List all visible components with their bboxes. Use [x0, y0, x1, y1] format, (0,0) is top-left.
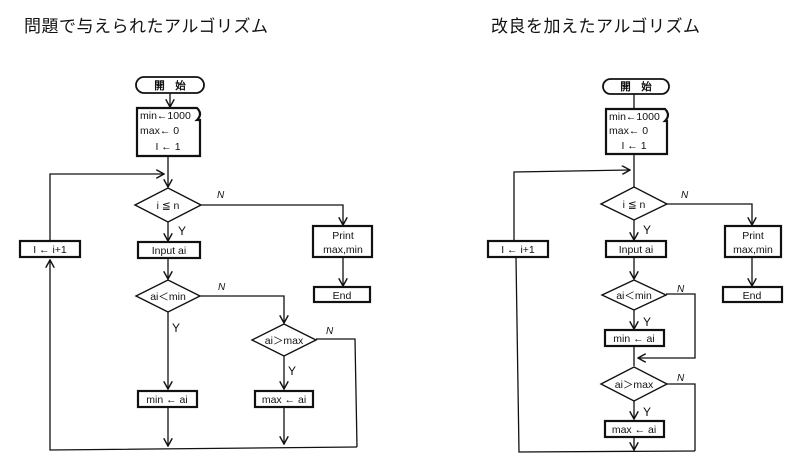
decision-loop-condition: i ≦ n [133, 187, 203, 223]
no-label: N [326, 326, 334, 337]
arrow-merge-increment [50, 260, 358, 451]
yes-label: Y [178, 224, 186, 238]
start-terminal: 開 始 [135, 76, 205, 94]
line-condmax-no [316, 338, 358, 448]
decision-max: ai＞max [250, 323, 318, 357]
end-box: End [312, 285, 372, 304]
init-i-label: I ← 1 [621, 140, 646, 152]
print-label-2: max,min [733, 244, 773, 256]
input-label: Input ai [619, 244, 653, 256]
cond-max-label: ai＞max [265, 335, 304, 347]
yes-label: Y [643, 405, 651, 419]
init-max-label: max← 0 [140, 125, 179, 137]
set-min-box: min ← ai [136, 389, 199, 409]
end-label: End [333, 290, 352, 302]
print-box: Print max,min [723, 224, 783, 259]
arrow-cond-print [201, 204, 343, 225]
yes-label: Y [643, 315, 651, 329]
input-label: Input ai [152, 245, 186, 257]
set-max-box: max ← ai [253, 389, 315, 409]
init-min-label: min←1000 [140, 110, 191, 122]
increment-label: I ← i+1 [33, 244, 67, 256]
title-improved-algorithm: 改良を加えたアルゴリズム [491, 17, 701, 37]
yes-label: Y [172, 321, 180, 335]
end-label: End [743, 290, 762, 302]
init-max-label: max← 0 [609, 125, 648, 137]
input-box: Input ai [136, 240, 202, 260]
no-label: N [677, 373, 685, 384]
init-box: min←1000 max← 0 I ← 1 [604, 107, 670, 156]
start-label: 開 始 [620, 80, 652, 93]
arrow-condmin-condmax [200, 295, 284, 323]
loop-back-arrow [513, 170, 630, 241]
arrow-cond-print [667, 203, 752, 225]
title-original-algorithm: 問題で与えられたアルゴリズム [24, 17, 269, 37]
no-label: N [677, 284, 685, 295]
yes-label: Y [288, 364, 296, 378]
init-min-label: min←1000 [609, 111, 660, 123]
init-box: min←1000 max← 0 I ← 1 [135, 106, 202, 158]
line-condmax-no [667, 383, 696, 451]
set-max-label: max ← ai [262, 394, 306, 406]
increment-box: I ← i+1 [18, 239, 82, 259]
set-min-box: min ← ai [603, 328, 666, 348]
set-min-label: min ← ai [146, 394, 187, 406]
cond-min-label: ai＜min [616, 290, 652, 302]
flowchart-improved: 開 始 min←1000 max← 0 I ← 1 i ≦ n Y N Inpu… [486, 78, 784, 453]
cond-min-label: ai＜min [150, 291, 186, 303]
arrow-condmin-no-merge [638, 293, 696, 358]
increment-box: I ← i+1 [486, 239, 550, 259]
set-min-label: min ← ai [613, 333, 654, 345]
increment-label: I ← i+1 [501, 244, 535, 256]
loop-back-arrow [49, 174, 164, 240]
set-max-box: max ← ai [603, 419, 666, 439]
print-label-1: Print [332, 230, 354, 242]
yes-label: Y [643, 223, 651, 237]
end-box: End [721, 285, 784, 304]
set-max-label: max ← ai [612, 424, 656, 436]
decision-min: ai＜min [134, 279, 202, 313]
no-label: N [681, 190, 689, 201]
print-label-1: Print [742, 230, 764, 242]
no-label: N [218, 282, 226, 293]
start-terminal: 開 始 [602, 78, 670, 95]
init-i-label: I ← 1 [155, 141, 180, 153]
print-box: Print max,min [311, 224, 374, 259]
start-label: 開 始 [154, 79, 186, 92]
line-merge-increment [515, 257, 696, 453]
decision-min: ai＜min [600, 279, 668, 311]
no-label: N [217, 190, 225, 201]
cond-loop-label: i ≦ n [623, 199, 646, 211]
print-label-2: max,min [323, 244, 363, 256]
decision-loop-condition: i ≦ n [599, 186, 669, 221]
decision-max: ai＞max [599, 366, 669, 402]
flowchart-original: 開 始 min←1000 max← 0 I ← 1 i ≦ n Y N Inpu… [18, 76, 374, 451]
cond-max-label: ai＞max [615, 379, 654, 391]
input-box: Input ai [604, 239, 668, 259]
cond-loop-label: i ≦ n [157, 200, 180, 212]
